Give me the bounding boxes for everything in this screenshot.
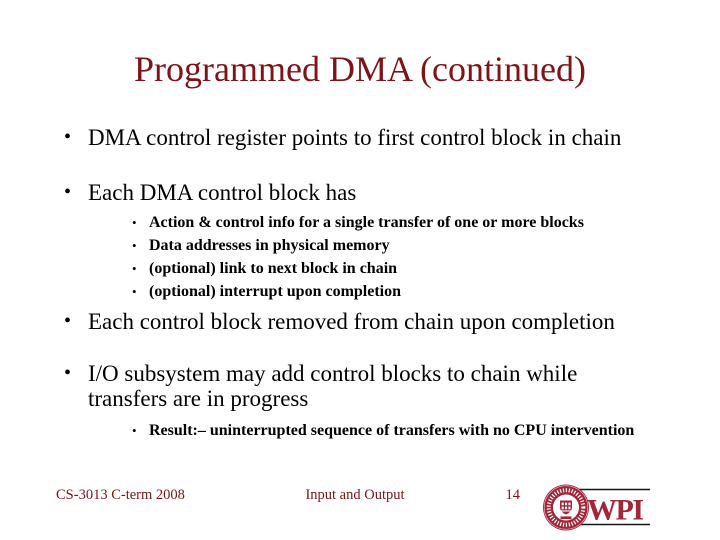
wpi-logo: WPI (543, 484, 650, 531)
page-title: Programmed DMA (continued) (134, 49, 586, 89)
sub-bullet-item: (optional) link to next block in chain (132, 257, 720, 280)
footer-course: CS-3013 C-term 2008 (56, 487, 185, 503)
bullet-text: Each control block removed from chain up… (88, 309, 615, 334)
sub-bullet-text: Action & control info for a single trans… (149, 214, 584, 231)
bullet-item: Each control block removed from chain up… (62, 309, 690, 334)
bullet-item: DMA control register points to first con… (62, 125, 690, 150)
bullet-text: Each DMA control block has (88, 180, 357, 205)
sub-bullet-item: Result:– uninterrupted sequence of trans… (132, 419, 720, 442)
sub-bullet-text: Result:– uninterrupted sequence of trans… (149, 422, 635, 439)
sub-bullet-text: (optional) link to next block in chain (149, 260, 398, 277)
sub-bullet-item: Action & control info for a single trans… (132, 211, 720, 234)
sub-bullet-item: Data addresses in physical memory (132, 234, 720, 257)
sub-bullet-item: (optional) interrupt upon completion (132, 280, 720, 303)
wpi-wordmark: WPI (587, 494, 643, 527)
footer-section: Input and Output (305, 487, 405, 503)
sub-bullet-list: Result:– uninterrupted sequence of trans… (132, 419, 720, 442)
bullet-text: I/O subsystem may add control blocks to … (88, 361, 578, 411)
bullet-text: DMA control register points to first con… (88, 125, 622, 150)
sub-bullet-text: Data addresses in physical memory (149, 237, 390, 254)
sub-bullet-list: Action & control info for a single trans… (132, 211, 720, 303)
wpi-seal-icon (543, 484, 589, 531)
page-number: 14 (505, 487, 521, 503)
sub-bullet-text: (optional) interrupt upon completion (149, 283, 402, 300)
bullet-item: Each DMA control block has (62, 180, 690, 205)
bullet-item: I/O subsystem may add control blocks to … (62, 361, 633, 411)
slide-body: DMA control register points to first con… (0, 125, 720, 442)
